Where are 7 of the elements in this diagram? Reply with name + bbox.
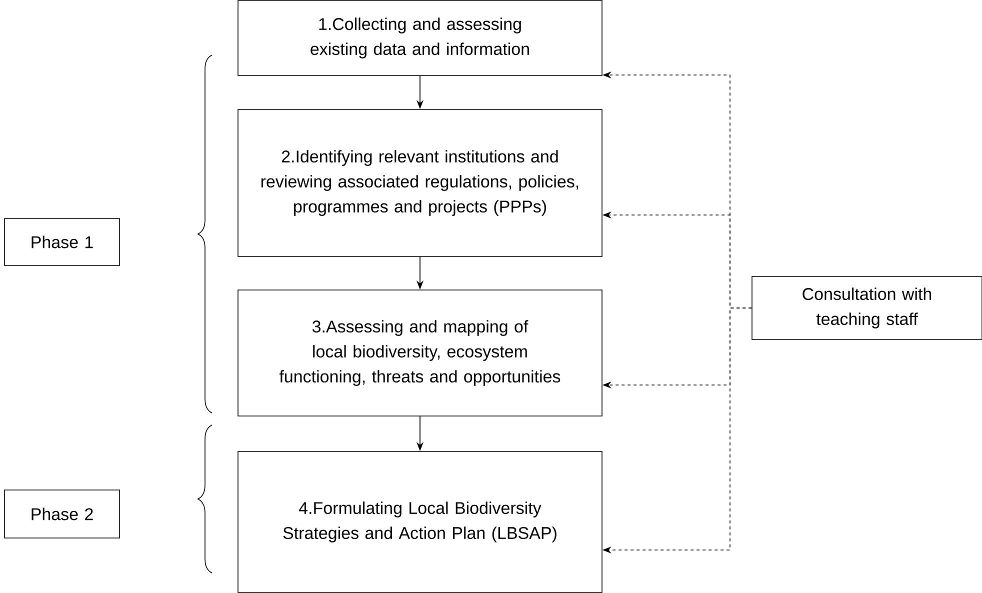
step-box: 3.Assessing and mapping of local biodiversity, ecosystem functioning, threats and opportunities [238, 290, 602, 416]
step-box: 1.Collecting and assessing existing data and information [238, 0, 602, 76]
step-box: 4.Formulating Local Biodiversity Strategies and Action Plan (LBSAP) [238, 451, 602, 593]
consultation-box: Consultation with teaching staff [752, 276, 982, 340]
phase-label-box: Phase 1 [4, 218, 120, 266]
step-box: 2.Identifying relevant institutions and reviewing associated regulations, policies, programmes and projects (PPPs) [238, 109, 602, 257]
phase-label-box: Phase 2 [4, 490, 120, 538]
